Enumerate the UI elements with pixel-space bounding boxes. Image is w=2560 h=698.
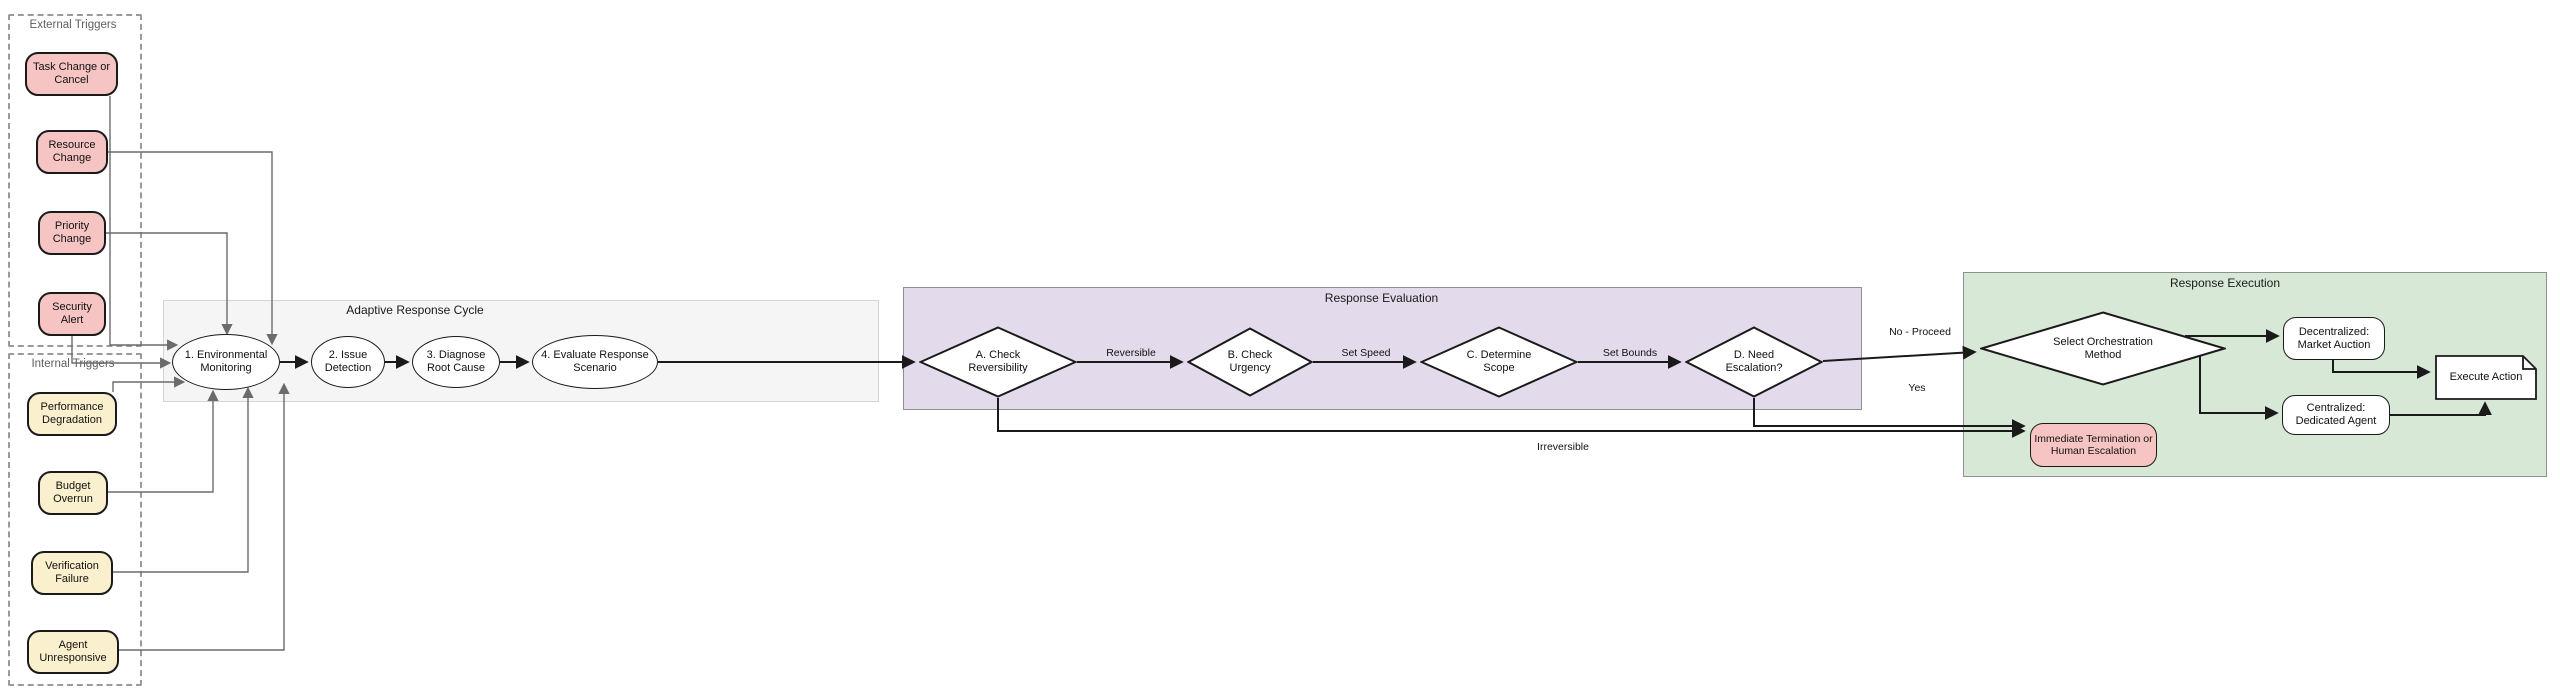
node-check-reversibility: A. Check Reversibility: [919, 326, 1077, 398]
node-evaluate-response-scenario: 4. Evaluate Response Scenario: [532, 335, 658, 389]
edge-agent-unresponsive-to-monitoring: [119, 382, 290, 651]
diamond-shape: [1980, 311, 2226, 386]
node-need-escalation: D. Need Escalation?: [1685, 326, 1823, 398]
node-diagnose-root-cause: 3. Diagnose Root Cause: [412, 336, 500, 388]
node-select-orchestration-method: Select Orchestration Method: [1980, 311, 2226, 386]
edge-escalation-yes-to-termination: [1753, 398, 2026, 433]
node-execute-action: Execute Action: [2435, 355, 2537, 400]
edge-orchestration-to-centralized: [2199, 356, 2279, 420]
node-determine-scope: C. Determine Scope: [1420, 326, 1578, 398]
edge-label-reversible: Reversible: [1106, 347, 1156, 359]
edge-irreversible-to-termination: [997, 398, 2026, 438]
node-centralized-dedicated-agent: Centralized: Dedicated Agent: [2282, 395, 2390, 435]
response-evaluation-container: [903, 287, 1862, 410]
internal-triggers-label: Internal Triggers: [31, 358, 115, 370]
edge-decentralized-to-execute: [2332, 360, 2431, 379]
internal-triggers-group: [8, 353, 142, 686]
node-security-alert: Security Alert: [38, 292, 106, 336]
external-triggers-label: External Triggers: [29, 19, 117, 31]
node-label: A. Check Reversibility: [968, 349, 1028, 374]
edge-priority-change-to-monitoring: [106, 232, 233, 336]
edge-label-no-proceed: No - Proceed: [1889, 326, 1951, 338]
node-resource-change: Resource Change: [36, 130, 108, 174]
node-decentralized-market-auction: Decentralized: Market Auction: [2283, 317, 2385, 360]
edge-centralized-to-execute: [2390, 401, 2492, 416]
edge-performance-degradation-to-monitoring: [112, 376, 186, 392]
node-verification-failure: Verification Failure: [31, 551, 113, 595]
edge-task-change-to-monitoring: [109, 96, 179, 351]
edge-budget-overrun-to-monitoring: [108, 389, 219, 493]
diamond-shape: [919, 326, 1077, 398]
node-label: Select Orchestration Method: [2053, 335, 2153, 361]
edge-label-set-bounds: Set Bounds: [1602, 347, 1658, 359]
diamond-shape: [1187, 327, 1313, 397]
adaptive-response-cycle-title: Adaptive Response Cycle: [346, 303, 484, 317]
external-triggers-group: [8, 14, 142, 347]
edge-label-yes: Yes: [1908, 382, 1926, 394]
node-budget-overrun: Budget Overrun: [38, 471, 108, 515]
node-label: D. Need Escalation?: [1725, 349, 1783, 374]
diamond-shape: [1685, 326, 1823, 398]
node-priority-change: Priority Change: [38, 211, 106, 255]
node-issue-detection: 2. Issue Detection: [311, 336, 385, 388]
diamond-shape: [1420, 326, 1578, 398]
edge-label-irreversible: Irreversible: [1537, 441, 1589, 453]
response-execution-title: Response Execution: [2169, 276, 2281, 290]
response-evaluation-title: Response Evaluation: [1324, 291, 1439, 305]
node-label: C. Determine Scope: [1466, 349, 1532, 374]
node-label: Execute Action: [2449, 371, 2523, 384]
node-agent-unresponsive: Agent Unresponsive: [27, 630, 119, 674]
document-shape: [2435, 355, 2537, 400]
edge-security-alert-to-monitoring: [71, 336, 172, 369]
edge-verification-failure-to-monitoring: [113, 386, 254, 573]
node-performance-degradation: Performance Degradation: [27, 392, 117, 436]
edge-escalation-to-orchestration: [1822, 345, 1977, 362]
node-check-urgency: B. Check Urgency: [1187, 327, 1313, 397]
node-label: B. Check Urgency: [1227, 349, 1273, 374]
node-immediate-termination: Immediate Termination or Human Escalatio…: [2030, 423, 2157, 467]
node-task-change-or-cancel: Task Change or Cancel: [25, 52, 118, 96]
node-environmental-monitoring: 1. Environmental Monitoring: [172, 334, 280, 390]
edge-label-set-speed: Set Speed: [1341, 347, 1391, 359]
edge-resource-change-to-monitoring: [108, 151, 278, 346]
